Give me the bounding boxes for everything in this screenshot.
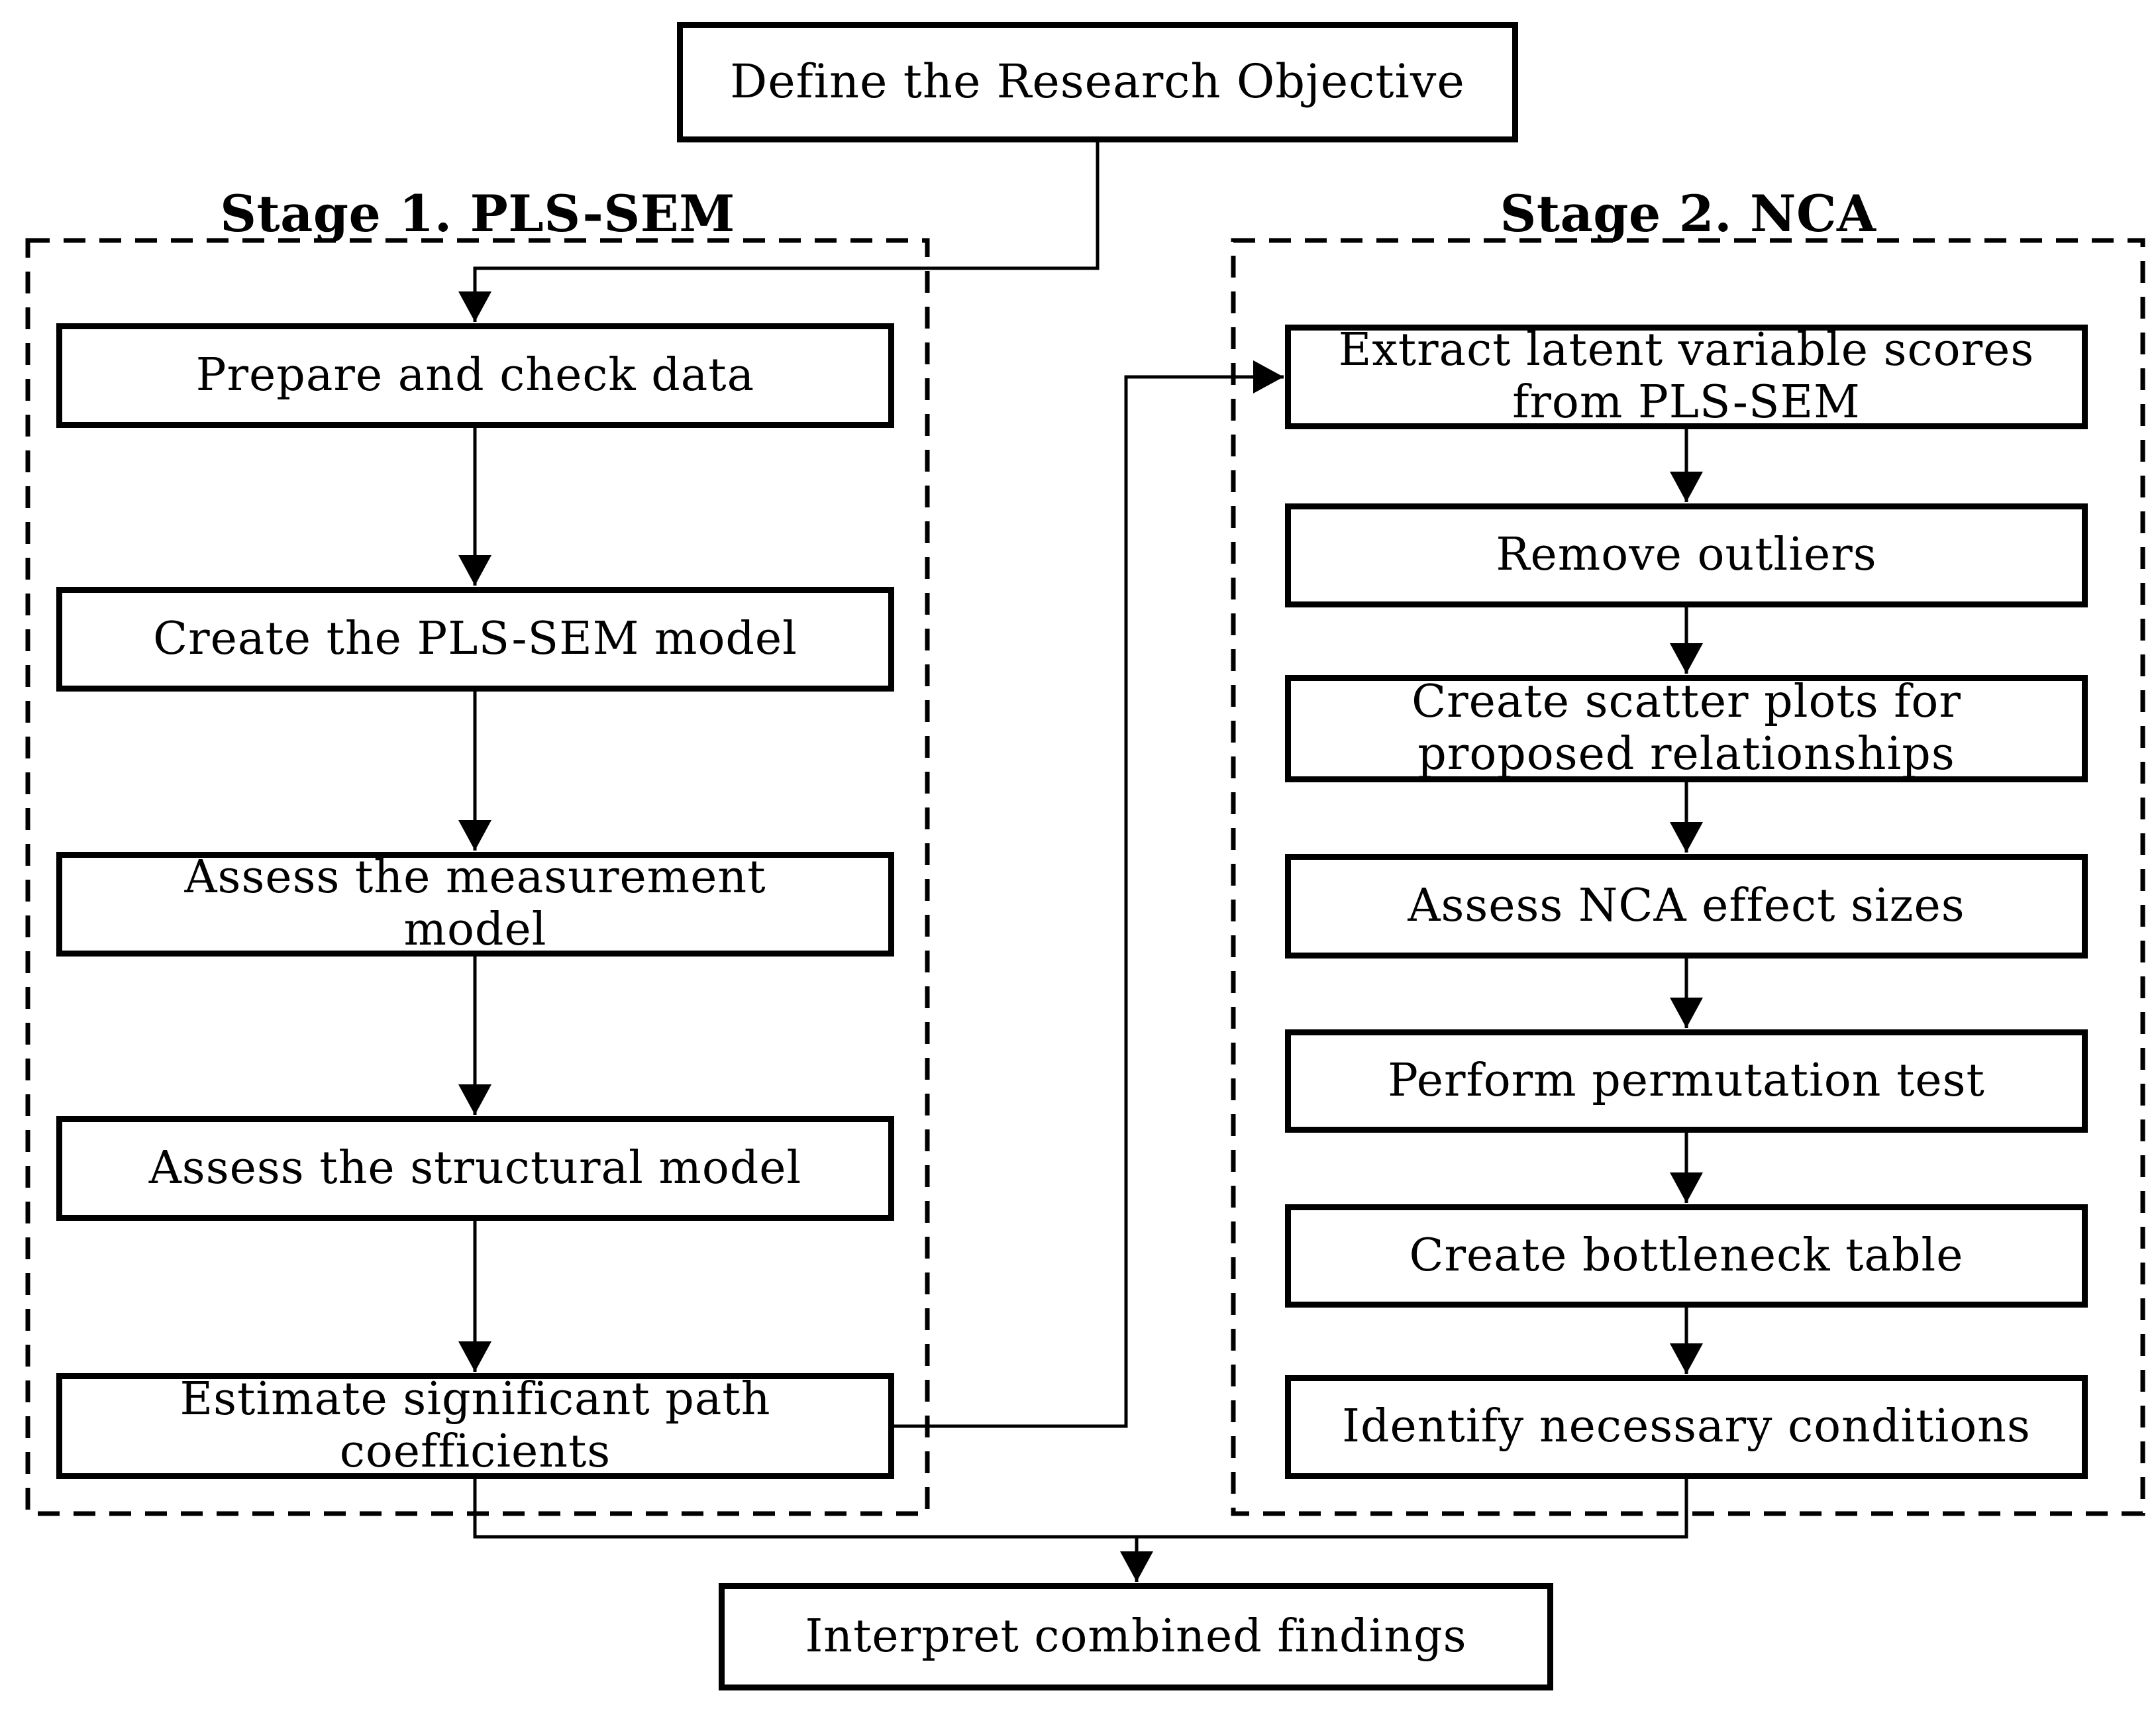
arrow-estimate-to-extract: [894, 360, 1284, 1428]
node-identify-necessary-conditions: Identify necessary conditions: [1285, 1375, 2088, 1479]
node-assess-structural-model: Assess the structural model: [56, 1116, 894, 1221]
node-remove-outliers: Remove outliers: [1285, 503, 2088, 607]
stage2-boundary: [1231, 238, 2145, 1516]
stage1-boundary: [25, 238, 930, 1516]
merge-connector: [473, 1479, 1688, 1539]
node-create-pls-sem-model: Create the PLS-SEM model: [56, 587, 894, 692]
node-estimate-path-coefficients: Estimate significant path coefficients: [56, 1373, 894, 1479]
node-prepare-data: Prepare and check data: [56, 323, 894, 428]
node-create-scatter-plots: Create scatter plots for proposed relati…: [1285, 675, 2088, 782]
node-perform-permutation-test: Perform permutation test: [1285, 1029, 2088, 1133]
node-interpret-findings: Interpret combined findings: [719, 1583, 1553, 1690]
node-create-bottleneck-table: Create bottleneck table: [1285, 1204, 2088, 1308]
node-extract-latent-scores: Extract latent variable scores from PLS-…: [1285, 324, 2088, 429]
node-assess-nca-effect-sizes: Assess NCA effect sizes: [1285, 854, 2088, 959]
arrow-define-to-prepare: [458, 141, 1100, 322]
stage2-title: Stage 2. NCA: [1500, 184, 1876, 243]
node-define-objective: Define the Research Objective: [677, 22, 1518, 142]
node-assess-measurement-model: Assess the measurement model: [56, 851, 894, 957]
stage1-title: Stage 1. PLS-SEM: [220, 184, 735, 243]
